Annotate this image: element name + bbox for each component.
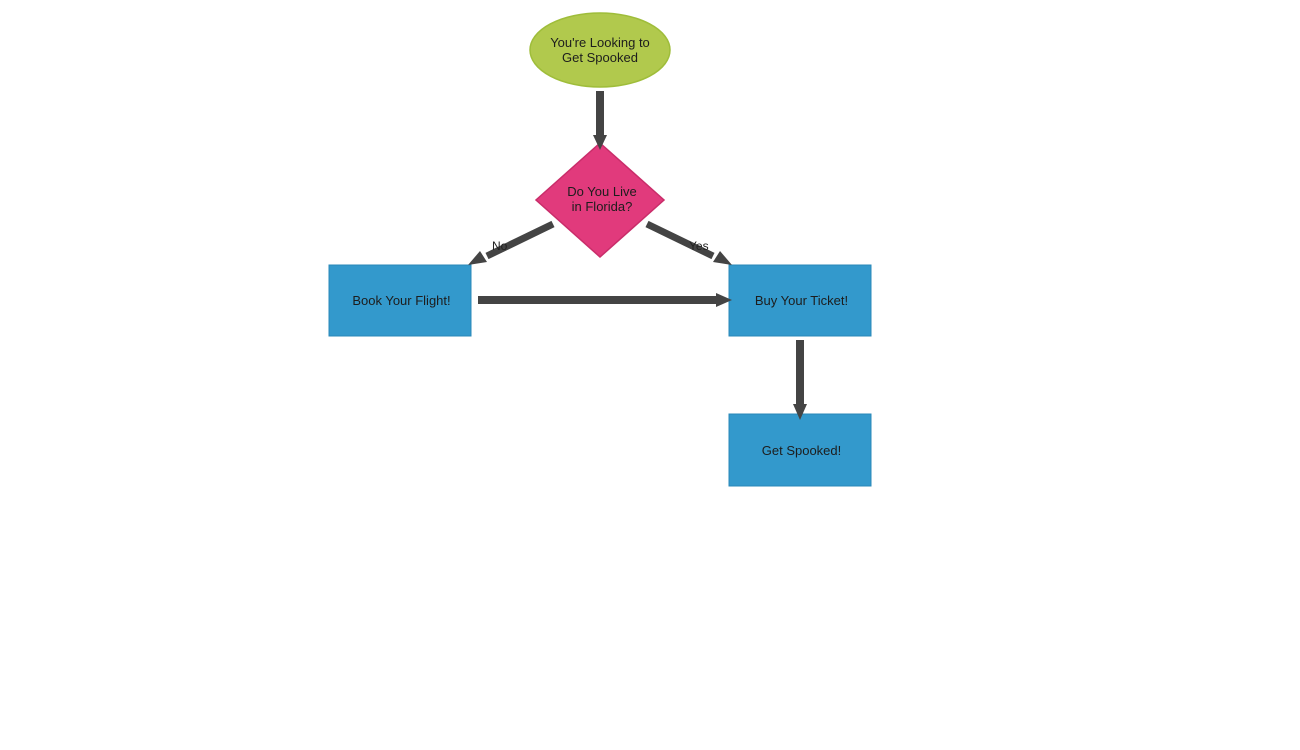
get-spooked-node-shape[interactable]	[728, 413, 872, 487]
edge-buy-ticket-to-get-spooked[interactable]	[793, 340, 807, 420]
decision-node-shape[interactable]	[534, 141, 666, 259]
edge-decision-to-buy-ticket[interactable]	[645, 220, 732, 265]
edge-label-no: No	[492, 239, 508, 253]
edge-label-yes: Yes	[689, 239, 709, 253]
edge-start-to-decision[interactable]	[593, 91, 607, 150]
edge-book-flight-to-buy-ticket[interactable]	[478, 293, 732, 307]
start-node-shape[interactable]	[529, 12, 671, 88]
book-flight-node-shape[interactable]	[328, 264, 472, 337]
edge-decision-to-book-flight[interactable]	[468, 220, 555, 265]
buy-ticket-node-shape[interactable]	[728, 264, 872, 337]
